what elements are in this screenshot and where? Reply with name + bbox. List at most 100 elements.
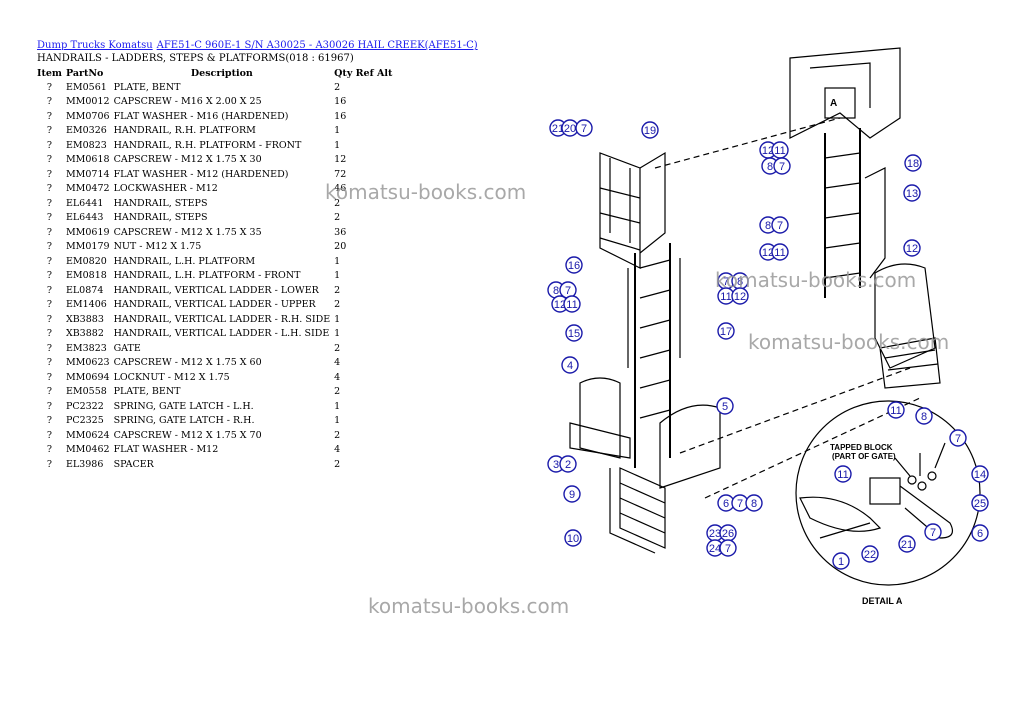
row-qty: 1: [334, 328, 341, 340]
callout-20: 20: [561, 119, 579, 137]
row-item: ?: [46, 386, 53, 398]
callout-label: 26: [722, 528, 734, 540]
row-description: PLATE, BENT: [113, 386, 181, 398]
row-description: CAPSCREW - M12 X 1.75 X 35: [113, 226, 262, 238]
row-qty: 4: [334, 444, 341, 456]
row-qty: 1: [334, 400, 341, 412]
row-item: ?: [46, 342, 53, 354]
column-header-partno: PartNo: [65, 67, 104, 79]
callout-25: 25: [971, 494, 989, 512]
row-partno: EM1406: [65, 299, 107, 311]
row-partno: PC2325: [65, 415, 104, 427]
row-description: GATE: [113, 342, 141, 354]
row-partno: MM0462: [65, 444, 110, 456]
callout-label: 7: [737, 498, 743, 510]
row-partno: EM0820: [65, 255, 107, 267]
row-partno: MM0618: [65, 154, 110, 166]
row-item: ?: [46, 444, 53, 456]
row-description: HANDRAIL, R.H. PLATFORM - FRONT: [113, 139, 302, 151]
callout-23: 23: [706, 524, 724, 542]
callout-18: 18: [904, 154, 922, 172]
breadcrumb-link-dump-trucks[interactable]: Dump Trucks Komatsu: [37, 40, 153, 51]
row-qty: 1: [334, 415, 341, 427]
callout-7: 7: [949, 429, 967, 447]
row-qty: 4: [334, 371, 341, 383]
row-description: HANDRAIL, L.H. PLATFORM: [113, 255, 256, 267]
callout-21: 21: [898, 535, 916, 553]
callout-label: 23: [709, 528, 721, 540]
callout-11: 11: [771, 141, 789, 159]
callout-label: 12: [906, 243, 918, 255]
row-item: ?: [46, 313, 53, 325]
row-description: LOCKNUT - M12 X 1.75: [113, 371, 230, 383]
row-qty: 1: [334, 255, 341, 267]
row-item: ?: [46, 429, 53, 441]
callout-label: 7: [777, 220, 783, 232]
page-title: HANDRAILS - LADDERS, STEPS & PLATFORMS(0…: [37, 53, 354, 64]
table-header-row: Item PartNo Description Qty Ref Alt: [35, 66, 394, 80]
callout-label: 11: [774, 247, 785, 259]
callout-label: 12: [762, 247, 774, 259]
row-description: SPRING, GATE LATCH - R.H.: [113, 415, 255, 427]
callout-label: 11: [774, 145, 785, 157]
watermark: komatsu-books.com: [748, 330, 950, 354]
watermark: komatsu-books.com: [325, 180, 527, 204]
table-row: ? PC2325 SPRING, GATE LATCH - R.H. 1: [35, 414, 394, 429]
callout-21: 21: [549, 119, 567, 137]
row-qty: 46: [334, 183, 347, 195]
row-item: ?: [46, 197, 53, 209]
callout-7: 7: [719, 539, 737, 557]
callout-label: 8: [553, 285, 559, 297]
callout-12: 12: [731, 287, 749, 305]
row-item: ?: [46, 139, 53, 151]
row-description: SPACER: [113, 458, 154, 470]
tapped-block-sublabel: (PART OF GATE): [832, 452, 896, 461]
callout-label: 11: [837, 469, 848, 481]
row-item: ?: [46, 371, 53, 383]
callout-label: 11: [890, 405, 901, 417]
callout-label: 16: [568, 260, 580, 272]
callout-13: 13: [903, 184, 921, 202]
row-description: HANDRAIL, STEPS: [113, 197, 208, 209]
callout-label: 7: [779, 161, 785, 173]
callout-label: 8: [767, 161, 773, 173]
row-description: CAPSCREW - M12 X 1.75 X 70: [113, 429, 262, 441]
row-description: CAPSCREW - M16 X 2.00 X 25: [113, 96, 262, 108]
callout-11: 11: [887, 401, 905, 419]
row-qty: 72: [334, 168, 347, 180]
row-qty: 36: [334, 226, 347, 238]
row-qty: 16: [334, 96, 347, 108]
row-item: ?: [46, 110, 53, 122]
row-item: ?: [46, 415, 53, 427]
row-partno: MM0179: [65, 241, 110, 253]
row-qty: 1: [334, 139, 341, 151]
row-item: ?: [46, 284, 53, 296]
column-header-qty: Qty Ref Alt: [334, 67, 393, 79]
callout-16: 16: [565, 256, 583, 274]
row-description: HANDRAIL, VERTICAL LADDER - LOWER: [113, 284, 319, 296]
row-description: SPRING, GATE LATCH - L.H.: [113, 400, 254, 412]
row-qty: 2: [334, 429, 341, 441]
row-item: ?: [46, 226, 53, 238]
row-partno: EL0874: [65, 284, 104, 296]
callout-label: 13: [906, 188, 918, 200]
callout-label: 7: [565, 285, 571, 297]
breadcrumb-link-model[interactable]: AFE51-C 960E-1 S/N A30025 - A30026 HAIL …: [156, 40, 478, 51]
callout-label: 1: [838, 556, 844, 568]
row-qty: 1: [334, 270, 341, 282]
row-description: HANDRAIL, L.H. PLATFORM - FRONT: [113, 270, 301, 282]
row-item: ?: [46, 154, 53, 166]
callout-label: 8: [737, 276, 743, 288]
callout-12: 12: [551, 295, 569, 313]
row-item: ?: [46, 168, 53, 180]
row-qty: 2: [334, 284, 341, 296]
